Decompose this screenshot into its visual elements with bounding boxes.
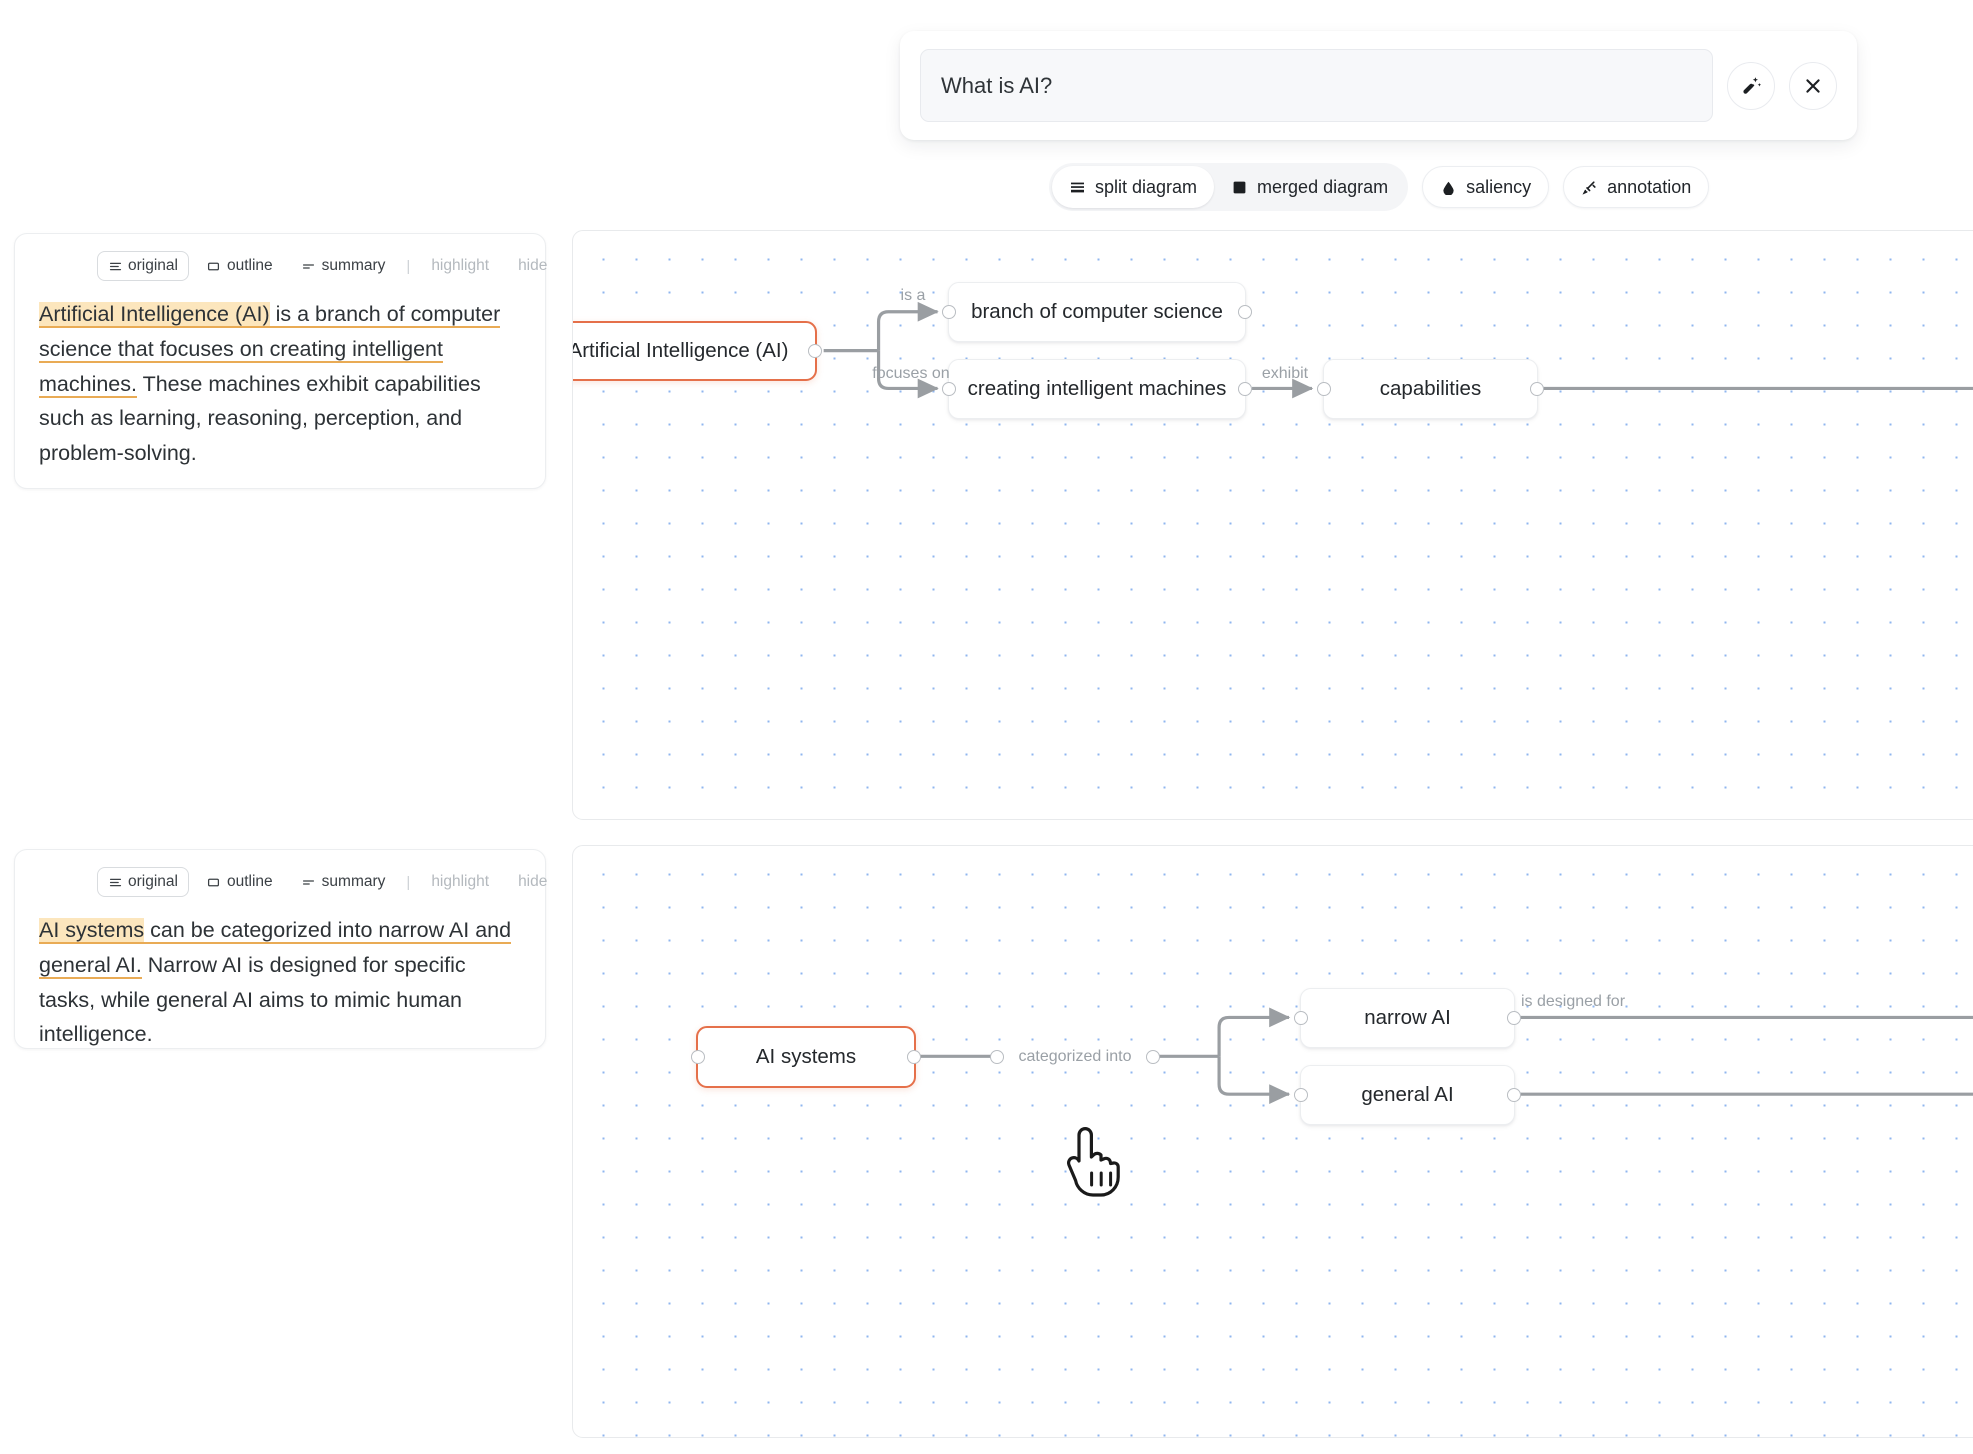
mode-annotation-label: annotation xyxy=(1607,176,1692,197)
diagram-canvas-split-2[interactable]: AI systems narrow AI general AI categori… xyxy=(572,845,1973,1438)
diagram-node-label: Artificial Intelligence (AI) xyxy=(572,339,789,362)
droplet-icon xyxy=(1440,179,1457,196)
node-handle-right[interactable] xyxy=(808,344,822,358)
node-handle-left[interactable] xyxy=(942,382,956,396)
diagram-node-ai-systems[interactable]: AI systems xyxy=(691,1026,921,1088)
rectangle-icon xyxy=(207,875,221,889)
node-handle-left[interactable] xyxy=(1317,382,1331,396)
text-action-highlight-2[interactable]: highlight xyxy=(420,867,500,897)
text-action-highlight-1[interactable]: highlight xyxy=(420,251,500,281)
short-lines-icon xyxy=(302,259,316,273)
text-action-hide-1-label: hide xyxy=(518,257,548,274)
diagram-edge-label-exhibit[interactable]: exhibit xyxy=(1261,365,1309,382)
diagram-node-creating-intelligent-machines[interactable]: creating intelligent machines xyxy=(942,359,1252,419)
close-button[interactable] xyxy=(1789,61,1837,110)
text-action-highlight-2-label: highlight xyxy=(431,873,490,890)
text-view-outline-2[interactable]: outline xyxy=(196,867,284,897)
diagram-node-label: narrow AI xyxy=(1364,1006,1451,1029)
text-action-hide-2[interactable]: hide xyxy=(507,867,558,897)
diagram-node-label: branch of computer science xyxy=(971,300,1223,323)
highlighter-icon xyxy=(1581,179,1598,196)
mode-merged-diagram-label: merged diagram xyxy=(1257,176,1389,197)
diagram-node-artificial-intelligence[interactable]: Artificial Intelligence (AI) xyxy=(572,321,822,381)
diagram-node-label: general AI xyxy=(1361,1083,1454,1106)
text-action-hide-2-label: hide xyxy=(518,873,548,890)
diagram-edge-label-categorized-into[interactable]: categorized into xyxy=(1018,1048,1132,1065)
text-segment-plain-1: These machines exhibit capabilities such… xyxy=(39,371,481,466)
diagram-mode-toolbar: split diagram merged diagram saliency xyxy=(1049,163,1710,211)
text-segment-plain-2: Narrow AI is designed for specific tasks… xyxy=(39,952,466,1047)
align-left-icon xyxy=(108,259,122,273)
node-handle-right[interactable] xyxy=(1238,305,1252,319)
text-view-original-1[interactable]: original xyxy=(97,251,189,281)
node-handle-right[interactable] xyxy=(1530,382,1544,396)
text-view-summary-1[interactable]: summary xyxy=(291,251,397,281)
diagram-node-label: AI systems xyxy=(755,1045,857,1068)
node-handle-left[interactable] xyxy=(1294,1011,1308,1025)
diagram-edges-1 xyxy=(823,301,1973,399)
mode-split-diagram[interactable]: split diagram xyxy=(1052,166,1215,208)
text-card-2-toolbar: original outline summa xyxy=(39,867,547,897)
node-handle-right[interactable] xyxy=(1507,1088,1521,1102)
diagram-edges-2 xyxy=(920,1007,1973,1105)
magic-wand-icon xyxy=(1739,74,1763,98)
square-icon xyxy=(1231,179,1248,196)
source-text-body-1: Artificial Intelligence (AI) is a branch… xyxy=(39,297,521,471)
text-segment-highlighted-2[interactable]: AI systems xyxy=(39,918,145,944)
diagram-canvas-split-1[interactable]: Artificial Intelligence (AI) branch of c… xyxy=(572,230,1973,820)
text-view-outline-1[interactable]: outline xyxy=(196,251,284,281)
text-segment-underlined-1[interactable]: is a branch of computer science that foc… xyxy=(39,302,501,398)
diagram-mode-group: split diagram merged diagram xyxy=(1049,163,1409,211)
text-view-original-1-label: original xyxy=(128,257,178,274)
diagram-node-branch-of-computer-science[interactable]: branch of computer science xyxy=(942,282,1252,342)
text-segment-underlined-2[interactable]: can be categorized into narrow AI and ge… xyxy=(39,918,512,979)
mode-saliency[interactable]: saliency xyxy=(1422,166,1550,208)
text-view-outline-1-label: outline xyxy=(226,257,273,274)
diagram-node-label: creating intelligent machines xyxy=(967,377,1227,400)
toolbar-separator-1: | xyxy=(406,257,411,275)
source-text-body-2: AI systems can be categorized into narro… xyxy=(39,913,521,1052)
mode-split-diagram-label: split diagram xyxy=(1095,176,1198,197)
diagram-node-narrow-ai[interactable]: narrow AI xyxy=(1294,988,1521,1048)
text-view-summary-1-label: summary xyxy=(321,257,386,274)
text-view-outline-2-label: outline xyxy=(226,873,273,890)
text-view-original-2[interactable]: original xyxy=(97,867,189,897)
align-left-icon xyxy=(108,875,122,889)
generate-button[interactable] xyxy=(1727,61,1775,110)
diagram-node-general-ai[interactable]: general AI xyxy=(1294,1065,1521,1125)
edge-midpoint-handle-left[interactable] xyxy=(990,1050,1004,1064)
close-icon xyxy=(1802,75,1824,97)
edge-midpoint-handle-right[interactable] xyxy=(1146,1050,1160,1064)
node-handle-left[interactable] xyxy=(1294,1088,1308,1102)
toolbar-separator-2: | xyxy=(406,873,411,891)
node-handle-left[interactable] xyxy=(691,1050,705,1064)
node-handle-right[interactable] xyxy=(907,1050,921,1064)
text-view-summary-2[interactable]: summary xyxy=(291,867,397,897)
mode-annotation[interactable]: annotation xyxy=(1563,166,1710,208)
query-input[interactable] xyxy=(920,49,1713,122)
diagram-node-capabilities[interactable]: capabilities xyxy=(1317,359,1544,419)
short-lines-icon xyxy=(302,875,316,889)
rectangle-icon xyxy=(207,259,221,273)
text-action-hide-1[interactable]: hide xyxy=(507,251,558,281)
diagram-edge-label-focuses-on[interactable]: focuses on xyxy=(872,365,950,382)
diagram-edge-label-is-a[interactable]: is a xyxy=(900,287,926,304)
node-handle-left[interactable] xyxy=(942,305,956,319)
query-bar xyxy=(900,31,1857,140)
diagram-edge-label-is-designed-for[interactable]: is designed for xyxy=(1520,993,1626,1010)
mode-saliency-label: saliency xyxy=(1466,176,1532,197)
text-segment-highlighted-1[interactable]: Artificial Intelligence (AI) xyxy=(39,302,270,328)
text-view-original-2-label: original xyxy=(128,873,178,890)
text-card-1-toolbar: original outline summa xyxy=(39,251,547,281)
mode-merged-diagram[interactable]: merged diagram xyxy=(1214,166,1405,208)
node-handle-right[interactable] xyxy=(1238,382,1252,396)
source-text-card-1: original outline summa xyxy=(14,233,547,489)
diagram-node-label: capabilities xyxy=(1379,377,1482,400)
source-text-card-2: original outline summa xyxy=(14,849,547,1052)
node-handle-right[interactable] xyxy=(1507,1011,1521,1025)
text-view-summary-2-label: summary xyxy=(321,873,386,890)
rows-icon xyxy=(1069,179,1086,196)
text-action-highlight-1-label: highlight xyxy=(431,257,490,274)
